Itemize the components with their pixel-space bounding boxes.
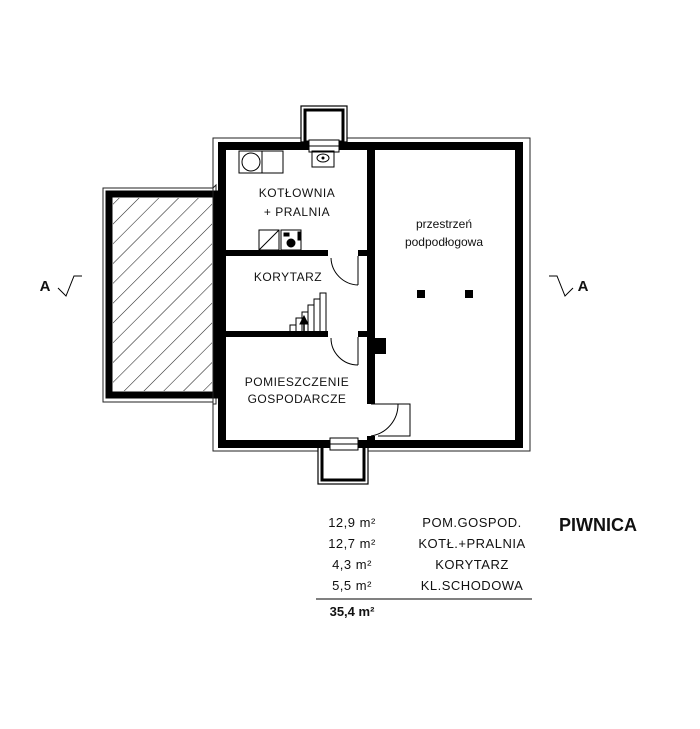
svg-text:A: A (578, 278, 589, 295)
hatched-area (102, 183, 220, 405)
schedule-row-3-area: 4,3 m² (332, 557, 372, 572)
stairs (289, 292, 327, 331)
label-korytarz: KORYTARZ (254, 270, 322, 284)
schedule-row-1-area: 12,9 m² (328, 515, 376, 530)
outer-outline (212, 137, 531, 452)
schedule-row-2-name: KOTŁ.+PRALNIA (418, 536, 525, 551)
label-kotlownia-1: KOTŁOWNIA (259, 186, 336, 200)
schedule-row-4-name: KL.SCHODOWA (421, 578, 524, 593)
laundry-fixtures (238, 150, 335, 251)
label-crawl-space-1: przestrzeń (416, 217, 472, 231)
window-well-bottom (317, 444, 369, 485)
svg-text:A: A (40, 278, 51, 295)
schedule-row-3-name: KORYTARZ (435, 557, 509, 572)
window-well-top (300, 105, 348, 144)
section-marker-right: A (549, 275, 589, 297)
schedule-row-4-area: 5,5 m² (332, 578, 372, 593)
walls (218, 142, 523, 448)
schedule-row-1-name: POM.GOSPOD. (422, 515, 521, 530)
schedule-row-2-area: 12,7 m² (328, 536, 376, 551)
schedule-title: PIWNICA (559, 515, 637, 535)
section-marker-left: A (40, 275, 82, 297)
schedule-total: 35,4 m² (330, 604, 375, 619)
label-pomieszczenie-1: POMIESZCZENIE (245, 375, 350, 389)
label-pomieszczenie-2: GOSPODARCZE (248, 392, 347, 406)
label-kotlownia-2: + PRALNIA (264, 205, 330, 219)
doors (330, 256, 411, 437)
label-crawl-space-2: podpodłogowa (405, 235, 483, 249)
area-schedule: PIWNICA POM.GOSPOD. 12,9 m² KOTŁ.+PRALNI… (316, 515, 637, 619)
windows (308, 139, 359, 451)
